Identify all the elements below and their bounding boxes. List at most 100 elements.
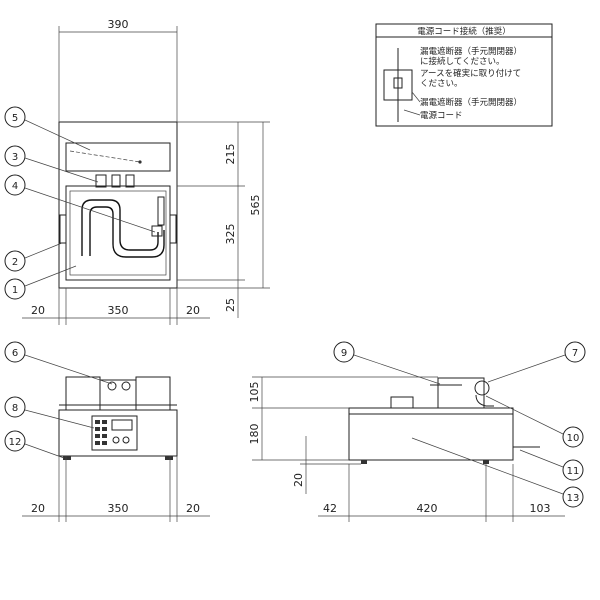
leader-5 [24, 119, 91, 151]
top-view-callouts: 5 3 4 2 1 [4, 106, 156, 300]
leader-cord [403, 109, 421, 116]
dim-width-390: 390 [108, 18, 129, 31]
dim-front-side-left: 20 [31, 502, 45, 515]
dim-side-rear-103: 103 [530, 502, 551, 515]
side-foot-front [361, 460, 367, 464]
callout-3-label: 3 [12, 152, 18, 163]
callout-8 [4, 396, 26, 418]
leader-breaker [411, 91, 421, 103]
side-cord-outlet [474, 380, 490, 396]
top-knob-mid [111, 174, 121, 188]
callout-2-label: 2 [12, 257, 18, 268]
callout-3 [4, 145, 26, 167]
callout-7 [564, 341, 586, 363]
note-line-3: アースを確実に取り付けて [420, 68, 521, 79]
callout-9-label: 9 [341, 348, 347, 359]
leader-2 [24, 242, 63, 259]
note-label-breaker: 漏電遮断器（手元開閉器） [420, 97, 522, 108]
side-lid-handle [390, 396, 414, 409]
control-display [111, 419, 133, 431]
side-head [437, 377, 485, 409]
callout-12 [4, 430, 26, 452]
callout-13-label: 13 [567, 493, 580, 504]
callout-4-label: 4 [12, 181, 18, 192]
callout-7-label: 7 [572, 348, 578, 359]
side-view-callouts: 9 7 10 11 13 [333, 341, 586, 508]
callout-5-label: 5 [12, 113, 18, 124]
callout-6-label: 6 [12, 348, 18, 359]
callout-12-label: 12 [9, 437, 22, 448]
dim-total-565: 565 [249, 195, 262, 216]
control-dial [112, 436, 120, 444]
callout-1-label: 1 [12, 285, 18, 296]
control-button [95, 420, 100, 424]
note-line-1: 漏電遮断器（手元開閉器） [420, 46, 522, 57]
callout-11 [562, 459, 584, 481]
callout-4 [4, 174, 26, 196]
dim-top-side-left: 20 [31, 304, 45, 317]
top-view-control-panel [65, 142, 171, 172]
front-view: 20 350 20 [22, 376, 210, 522]
top-view: 390 215 325 25 565 20 350 20 [22, 18, 270, 325]
heater-bracket [157, 196, 165, 226]
side-foot-rear [483, 460, 489, 464]
front-head [99, 379, 137, 411]
side-body [348, 407, 514, 461]
front-foot-right [165, 456, 173, 460]
oil-tank-inner [69, 190, 167, 276]
note-line-4: ください。 [420, 79, 463, 89]
dim-side-body-180: 180 [248, 424, 261, 445]
dim-side-front-42: 42 [323, 502, 337, 515]
front-view-callouts: 6 8 12 [4, 341, 113, 459]
power-cord-note-box: 電源コード接続（推奨） 漏電遮断器（手元開閉器） に接続してください。 アースを… [375, 23, 553, 127]
side-view: 105 180 20 42 420 103 [248, 376, 565, 522]
control-button [102, 420, 107, 424]
control-button [102, 441, 107, 445]
control-dial [122, 436, 130, 444]
callout-11-label: 11 [567, 466, 580, 477]
front-knob-1 [107, 381, 117, 391]
leader-8 [24, 409, 95, 429]
dim-side-top-105: 105 [248, 382, 261, 403]
side-cord [475, 394, 494, 407]
leader-12 [24, 443, 65, 459]
dim-front-inner: 350 [108, 502, 129, 515]
top-knob-left [95, 174, 107, 188]
front-body [58, 409, 178, 457]
note-box-title: 電源コード接続（推奨） [417, 26, 511, 37]
control-button [95, 441, 100, 445]
dim-upper-215: 215 [224, 144, 237, 165]
leader-4 [24, 187, 156, 233]
dim-side-depth-420: 420 [417, 502, 438, 515]
control-button [95, 434, 100, 438]
callout-6 [4, 341, 26, 363]
leader-11 [519, 449, 564, 468]
heater-element-inner [89, 206, 165, 258]
front-foot-left [63, 456, 71, 460]
leader-7 [487, 354, 566, 383]
control-panel [91, 415, 138, 451]
callout-13 [562, 486, 584, 508]
dim-middle-325: 325 [224, 224, 237, 245]
callout-5 [4, 106, 26, 128]
dim-side-foot-20: 20 [292, 473, 305, 487]
control-button [102, 427, 107, 431]
control-button [102, 434, 107, 438]
leader-6 [24, 354, 113, 385]
cover-dot [138, 160, 142, 164]
callout-9 [333, 341, 355, 363]
leader-3 [24, 157, 99, 183]
callout-10 [562, 426, 584, 448]
tank-handle-left [59, 214, 67, 244]
top-knob-right [125, 174, 135, 188]
leader-10 [485, 395, 564, 435]
callout-2 [4, 250, 26, 272]
leader-1 [24, 265, 77, 287]
dim-lower-25: 25 [224, 298, 237, 312]
dim-front-side-right: 20 [186, 502, 200, 515]
control-button [95, 427, 100, 431]
top-view-outline [58, 121, 178, 289]
note-label-cord: 電源コード [420, 111, 463, 121]
callout-1 [4, 278, 26, 300]
